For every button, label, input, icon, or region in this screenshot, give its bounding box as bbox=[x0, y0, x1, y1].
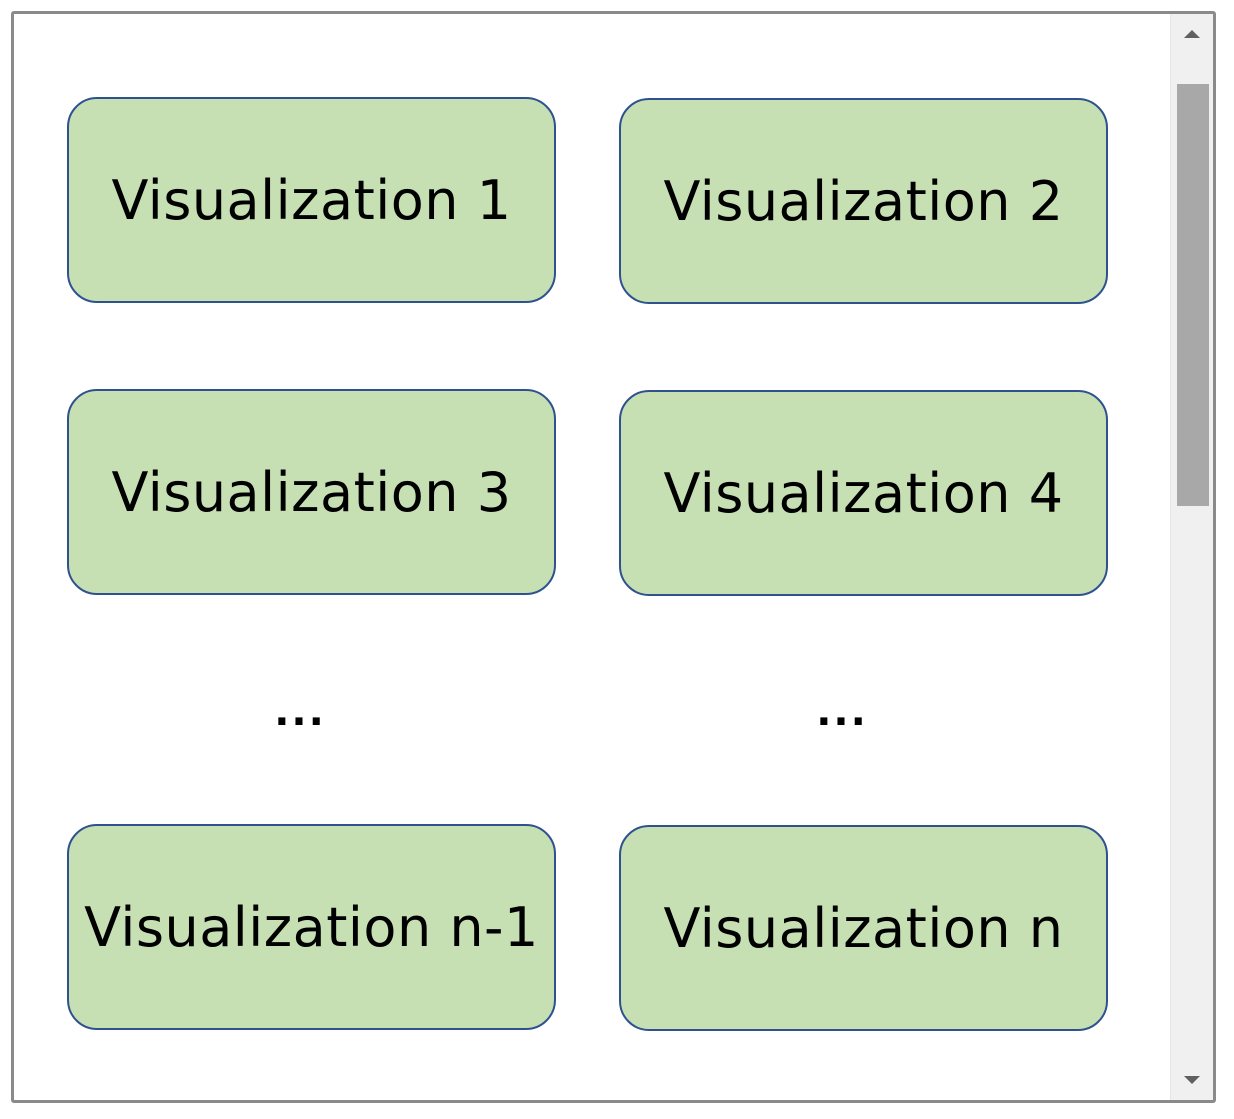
chevron-up-icon bbox=[1184, 30, 1200, 38]
visualization-tile-2[interactable]: Visualization 2 bbox=[619, 98, 1108, 304]
visualization-label: Visualization 4 bbox=[663, 461, 1064, 525]
visualization-label: Visualization n-1 bbox=[84, 895, 539, 959]
visualization-label: Visualization 3 bbox=[111, 460, 512, 524]
ellipsis-right: ... bbox=[816, 689, 868, 735]
chevron-down-icon bbox=[1184, 1076, 1200, 1084]
visualization-label: Visualization n bbox=[663, 896, 1064, 960]
visualization-grid: Visualization 1 Visualization 2 Visualiz… bbox=[14, 14, 1174, 1100]
scrollbar-thumb[interactable] bbox=[1177, 84, 1209, 506]
scroll-container[interactable]: Visualization 1 Visualization 2 Visualiz… bbox=[11, 11, 1216, 1103]
vertical-scrollbar[interactable] bbox=[1170, 14, 1213, 1100]
visualization-tile-1[interactable]: Visualization 1 bbox=[67, 97, 556, 303]
scroll-down-button[interactable] bbox=[1171, 1060, 1213, 1100]
ellipsis-left: ... bbox=[274, 689, 326, 735]
visualization-tile-4[interactable]: Visualization 4 bbox=[619, 390, 1108, 596]
visualization-label: Visualization 1 bbox=[111, 168, 512, 232]
visualization-tile-3[interactable]: Visualization 3 bbox=[67, 389, 556, 595]
visualization-tile-n-minus-1[interactable]: Visualization n-1 bbox=[67, 824, 556, 1030]
visualization-tile-n[interactable]: Visualization n bbox=[619, 825, 1108, 1031]
visualization-label: Visualization 2 bbox=[663, 169, 1064, 233]
scroll-up-button[interactable] bbox=[1171, 14, 1213, 54]
